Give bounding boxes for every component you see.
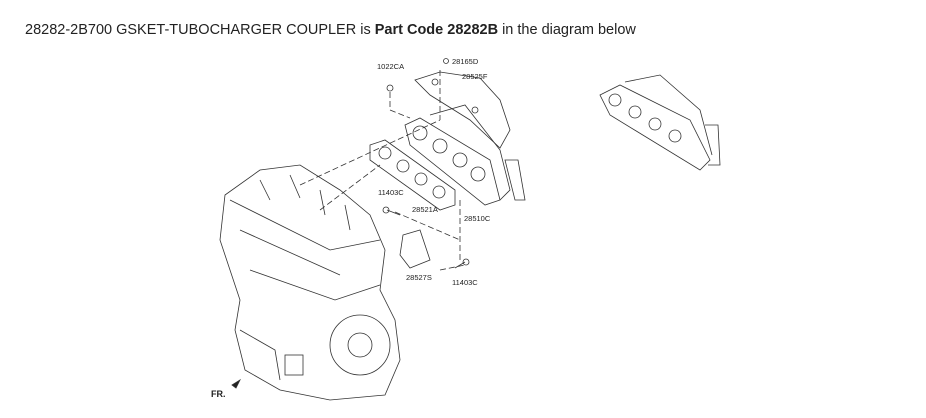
bolts-drawing — [382, 58, 470, 269]
leader-lines — [299, 70, 466, 271]
caption-prefix: 28282-2B700 GSKET-TUBOCHARGER COUPLER is — [25, 22, 375, 38]
caption-part-code: Part Code 28282B — [374, 22, 499, 38]
label-28165d: 28165D — [452, 57, 479, 66]
label-11403c-bottom: 11403C — [452, 278, 478, 287]
gasket-drawing — [369, 139, 456, 211]
label-front: FR. — [211, 389, 226, 399]
front-arrow-icon — [231, 378, 241, 389]
caption-suffix: in the diagram below — [498, 22, 636, 38]
label-28521a: 28521A — [412, 205, 438, 214]
heat-shield-drawing — [414, 71, 511, 149]
label-28510c: 28510C — [464, 214, 491, 223]
assembled-manifold-drawing — [599, 74, 721, 171]
engine-block-drawing — [219, 164, 401, 401]
label-28525f: 28525F — [462, 72, 488, 81]
manifold-drawing — [404, 104, 526, 206]
label-11403c-top: 11403C — [378, 188, 404, 197]
label-1022ca: 1022CA — [377, 62, 405, 71]
label-28527s: 28527S — [406, 273, 432, 282]
part-caption: 28282-2B700 GSKET-TUBOCHARGER COUPLER is… — [25, 22, 636, 38]
